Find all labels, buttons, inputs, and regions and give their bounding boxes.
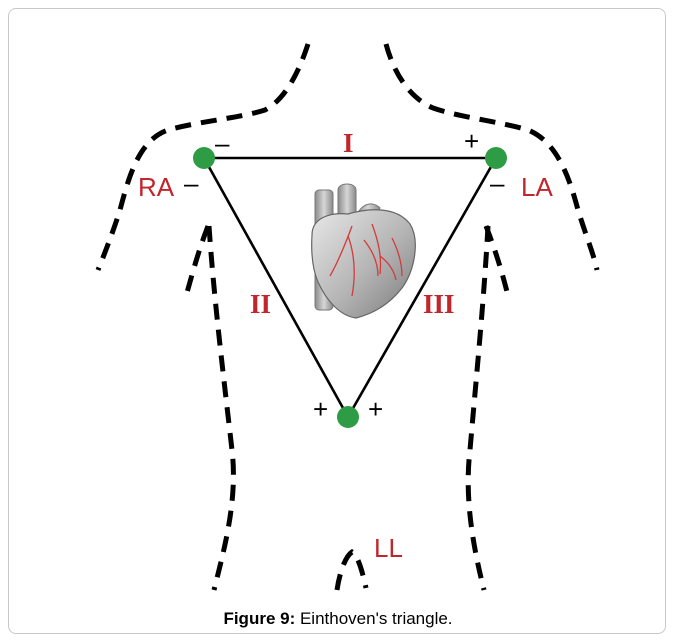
einthoven-triangle bbox=[202, 156, 498, 418]
caption-text: Einthoven's triangle. bbox=[295, 609, 453, 628]
lead-iii-line bbox=[346, 157, 498, 418]
label-ra: RA bbox=[138, 172, 175, 202]
sign-la-lead1: + bbox=[464, 126, 479, 156]
heart-body bbox=[311, 209, 416, 319]
neck-left bbox=[95, 43, 311, 271]
lead-ii-line bbox=[202, 157, 350, 418]
sign-ra-lead2: – bbox=[184, 168, 199, 198]
arm-left-inner bbox=[183, 225, 211, 297]
neck-right bbox=[383, 43, 600, 271]
label-lead-i: I bbox=[343, 128, 354, 158]
label-ll: LL bbox=[374, 533, 403, 563]
body-outline bbox=[95, 43, 600, 591]
label-lead-ii: II bbox=[250, 289, 271, 319]
label-lead-iii: III bbox=[423, 289, 455, 319]
label-la: LA bbox=[521, 172, 553, 202]
heart-illustration-icon bbox=[311, 183, 416, 319]
figure-caption: Figure 9: Einthoven's triangle. bbox=[0, 609, 676, 629]
caption-prefix: Figure 9: bbox=[223, 609, 296, 628]
aorta bbox=[337, 183, 357, 216]
electrode-la bbox=[485, 147, 507, 169]
sign-ll-lead3: + bbox=[368, 394, 383, 424]
electrode-ll bbox=[337, 406, 359, 428]
torso-right bbox=[465, 225, 491, 591]
sign-ll-lead2: + bbox=[313, 394, 328, 424]
figure-frame bbox=[8, 8, 666, 634]
electrode-ra bbox=[193, 147, 215, 169]
coronary-vessels bbox=[329, 223, 403, 297]
navel-mark bbox=[334, 548, 369, 591]
sign-la-lead3: – bbox=[490, 168, 505, 198]
sign-ra-lead1: – bbox=[215, 128, 230, 158]
torso-left bbox=[206, 225, 236, 591]
